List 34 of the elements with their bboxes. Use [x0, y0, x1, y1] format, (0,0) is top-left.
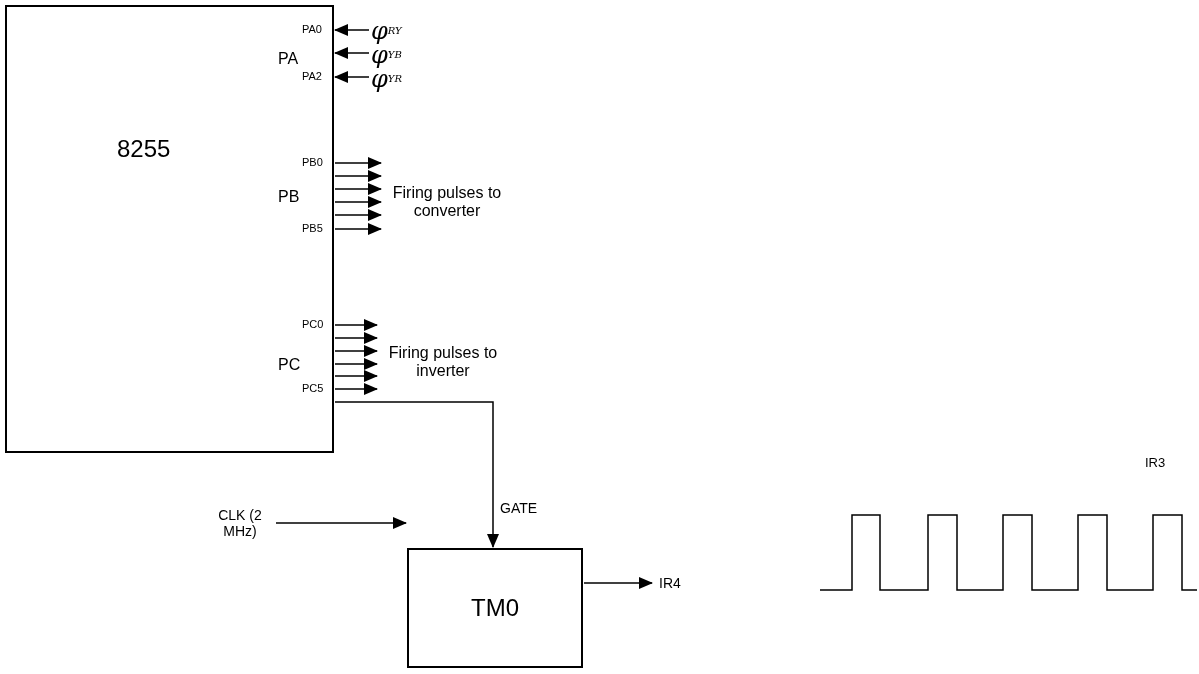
arrow — [334, 24, 370, 36]
pin-label: PB5 — [302, 222, 323, 234]
arrow — [334, 71, 370, 83]
output-label: Firing pulses to inverter — [378, 338, 508, 386]
arrow — [583, 577, 653, 589]
timer-block: TM0 — [407, 548, 583, 668]
port-label: PB — [278, 188, 300, 206]
arrow — [334, 358, 378, 370]
pin-label: PC5 — [302, 382, 324, 394]
clock-label: CLK (2 MHz) — [205, 498, 275, 548]
arrow — [334, 47, 370, 59]
port-label: PA — [278, 50, 299, 68]
arrow — [334, 157, 382, 169]
arrow — [334, 196, 382, 208]
arrow — [275, 517, 407, 529]
port-label: PC — [278, 356, 301, 374]
arrow — [334, 370, 378, 382]
pin-label: PC0 — [302, 318, 324, 330]
arrow — [334, 170, 382, 182]
arrow — [334, 383, 378, 395]
pin-label: PA2 — [302, 70, 322, 82]
pin-label: PA0 — [302, 23, 322, 35]
arrow — [334, 223, 382, 235]
arrow — [334, 209, 382, 221]
output-label: IR4 — [653, 574, 687, 592]
arrow — [334, 183, 382, 195]
arrow — [334, 401, 499, 548]
arrow — [334, 332, 378, 344]
output-label: Firing pulses to converter — [382, 178, 512, 226]
arrow — [334, 319, 378, 331]
pin-label: PB0 — [302, 156, 323, 168]
waveform-label: IR3 — [1145, 455, 1166, 470]
arrow — [334, 345, 378, 357]
edge-label: GATE — [500, 500, 538, 516]
